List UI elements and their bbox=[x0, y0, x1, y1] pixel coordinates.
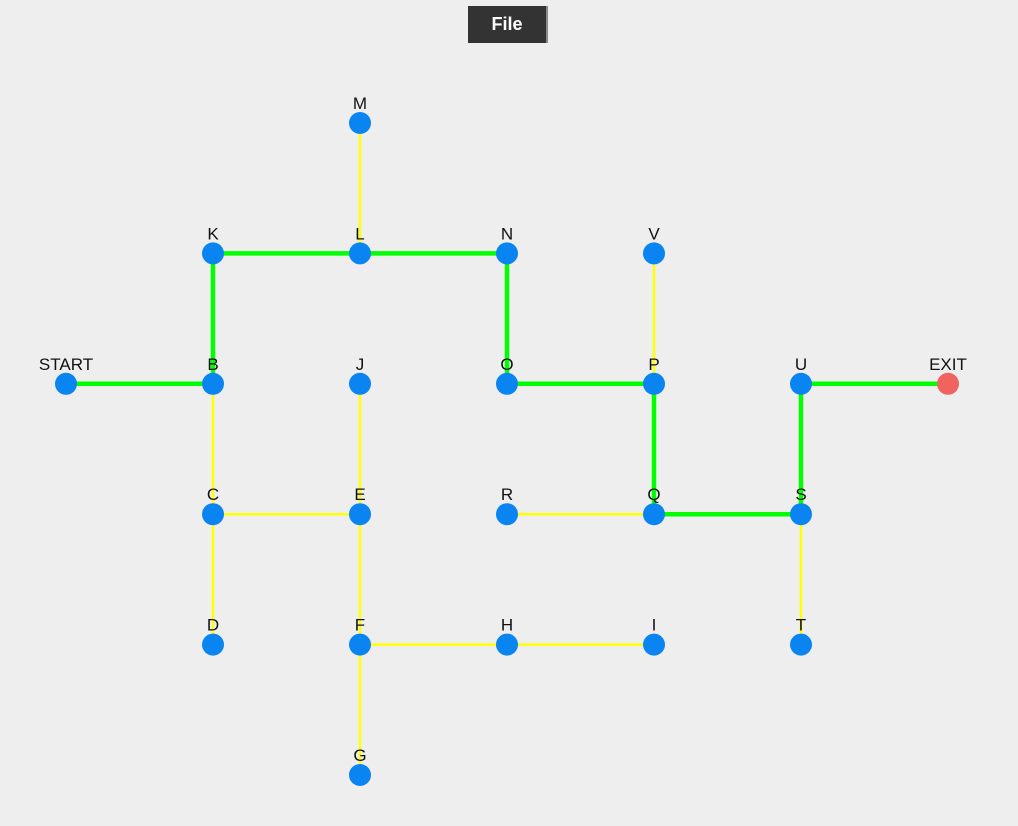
node-l bbox=[349, 242, 371, 265]
node-o bbox=[496, 372, 518, 395]
node-label-h: H bbox=[501, 616, 513, 635]
node-v bbox=[643, 242, 665, 265]
node-n bbox=[496, 242, 518, 265]
node-label-m: M bbox=[353, 94, 367, 113]
node-m bbox=[349, 112, 371, 134]
node-label-start: START bbox=[39, 355, 93, 374]
node-p bbox=[643, 372, 665, 395]
node-label-q: Q bbox=[647, 485, 660, 504]
node-label-s: S bbox=[795, 485, 806, 504]
node-f bbox=[349, 633, 371, 656]
node-label-f: F bbox=[355, 616, 365, 635]
node-k bbox=[202, 242, 224, 265]
node-label-b: B bbox=[207, 355, 218, 374]
node-label-k: K bbox=[207, 224, 219, 243]
node-label-o: O bbox=[500, 355, 513, 374]
node-s bbox=[790, 503, 812, 526]
node-label-e: E bbox=[354, 485, 365, 504]
node-label-l: L bbox=[355, 224, 364, 243]
node-r bbox=[496, 503, 518, 526]
node-t bbox=[790, 633, 812, 656]
node-start bbox=[55, 372, 77, 395]
node-j bbox=[349, 372, 371, 395]
node-labels: START B C D K M L J E F G N O R H V P Q I U S T EXIT bbox=[39, 94, 967, 765]
node-label-t: T bbox=[796, 616, 806, 635]
maze-nodes bbox=[55, 112, 959, 786]
node-label-p: P bbox=[648, 355, 659, 374]
node-label-d: D bbox=[207, 616, 219, 635]
node-q bbox=[643, 503, 665, 526]
node-g bbox=[349, 764, 371, 786]
node-e bbox=[349, 503, 371, 526]
maze-edges bbox=[66, 123, 948, 775]
node-i bbox=[643, 633, 665, 656]
node-label-g: G bbox=[353, 746, 366, 765]
node-label-exit: EXIT bbox=[929, 355, 967, 374]
node-u bbox=[790, 372, 812, 395]
node-label-u: U bbox=[795, 355, 807, 374]
node-b bbox=[202, 372, 224, 395]
file-menu-button[interactable]: File bbox=[468, 6, 548, 43]
node-exit bbox=[937, 372, 959, 395]
node-h bbox=[496, 633, 518, 656]
node-label-n: N bbox=[501, 224, 513, 243]
node-c bbox=[202, 503, 224, 526]
node-label-i: I bbox=[652, 616, 657, 635]
node-d bbox=[202, 633, 224, 656]
node-label-j: J bbox=[356, 355, 365, 374]
node-label-v: V bbox=[648, 224, 660, 243]
node-label-r: R bbox=[501, 485, 513, 504]
node-label-c: C bbox=[207, 485, 219, 504]
